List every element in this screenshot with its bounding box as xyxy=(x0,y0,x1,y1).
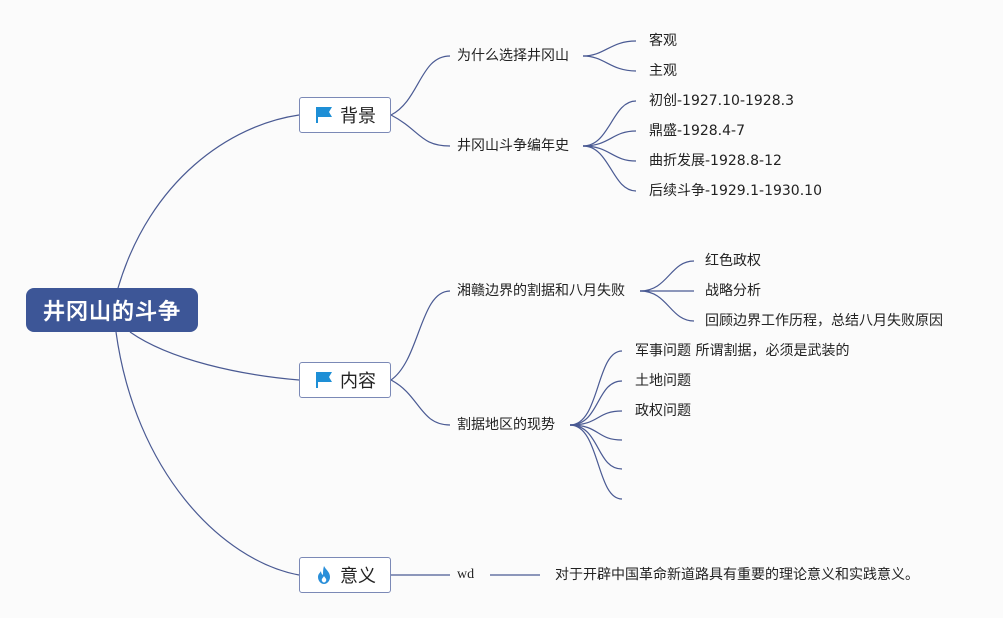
leaf-chronicle-2[interactable]: 鼎盛-1928.4-7 xyxy=(649,122,745,140)
leaf-chronicle-4[interactable]: 后续斗争-1929.1-1930.10 xyxy=(649,182,822,200)
branch-content-label: 内容 xyxy=(340,371,376,392)
fire-icon xyxy=(314,565,334,585)
subtopic-label: 井冈山斗争编年史 xyxy=(457,138,569,154)
connector-current-3 xyxy=(569,410,623,426)
connector-why-objective xyxy=(582,40,637,57)
leaf-subjective[interactable]: 主观 xyxy=(649,62,677,80)
connector-current-6 xyxy=(569,424,623,500)
leaf-label: 回顾边界工作历程，总结八月失败原因 xyxy=(705,313,943,329)
connector-chronicle-1 xyxy=(582,100,637,147)
branch-significance-label: 意义 xyxy=(340,566,376,587)
leaf-military[interactable]: 军事问题 所谓割据，必须是武装的 xyxy=(635,342,849,360)
connector-chronicle-4 xyxy=(582,145,637,192)
root-topic-label: 井冈山的斗争 xyxy=(42,300,181,325)
branch-significance[interactable]: 意义 xyxy=(299,557,391,593)
connector-chronicle-3 xyxy=(582,145,637,162)
subtopic-current-situation[interactable]: 割据地区的现势 xyxy=(457,416,555,434)
leaf-label: 后续斗争-1929.1-1930.10 xyxy=(649,183,822,199)
connector-border-3 xyxy=(639,290,695,322)
branch-content[interactable]: 内容 xyxy=(299,362,391,398)
connector-content-current xyxy=(390,379,451,426)
leaf-label: 政权问题 xyxy=(635,403,691,419)
subtopic-why-jinggangshan[interactable]: 为什么选择井冈山 xyxy=(457,47,569,65)
leaf-chronicle-3[interactable]: 曲折发展-1928.8-12 xyxy=(649,152,782,170)
connector-root-bg xyxy=(117,114,300,289)
leaf-chronicle-1[interactable]: 初创-1927.10-1928.3 xyxy=(649,92,794,110)
flag-icon xyxy=(314,370,334,390)
leaf-label: 军事问题 所谓割据，必须是武装的 xyxy=(635,343,850,359)
leaf-label: 对于开辟中国革命新道路具有重要的理论意义和实践意义。 xyxy=(555,567,919,583)
subtopic-chronicle[interactable]: 井冈山斗争编年史 xyxy=(457,137,569,155)
branch-background-label: 背景 xyxy=(340,106,376,127)
leaf-label: 鼎盛-1928.4-7 xyxy=(649,123,745,139)
leaf-red-regime[interactable]: 红色政权 xyxy=(705,252,761,270)
connector-bg-chronicle xyxy=(390,114,451,147)
subtopic-label: 割据地区的现势 xyxy=(457,417,555,433)
connector-current-1 xyxy=(569,350,623,426)
leaf-objective[interactable]: 客观 xyxy=(649,32,677,50)
connector-chronicle-2 xyxy=(582,130,637,147)
subtopic-label: wd xyxy=(457,567,475,582)
connector-bg-why xyxy=(390,55,451,116)
leaf-review-summary[interactable]: 回顾边界工作历程，总结八月失败原因 xyxy=(705,312,943,330)
leaf-land[interactable]: 土地问题 xyxy=(635,372,691,390)
leaf-strategy-analysis[interactable]: 战略分析 xyxy=(705,282,761,300)
connector-current-5 xyxy=(569,424,623,470)
connector-current-2 xyxy=(569,380,623,426)
root-topic[interactable]: 井冈山的斗争 xyxy=(26,288,198,332)
connector-root-meaning xyxy=(115,331,300,576)
subtopic-border-separatism[interactable]: 湘赣边界的割据和八月失败 xyxy=(457,282,625,300)
subtopic-label: 为什么选择井冈山 xyxy=(457,48,569,64)
leaf-label: 战略分析 xyxy=(705,283,761,299)
connector-border-1 xyxy=(639,260,695,292)
subtopic-label: 湘赣边界的割据和八月失败 xyxy=(457,283,625,299)
branch-background[interactable]: 背景 xyxy=(299,97,391,133)
connector-why-subjective xyxy=(582,55,637,72)
leaf-regime[interactable]: 政权问题 xyxy=(635,402,691,420)
leaf-label: 客观 xyxy=(649,33,677,49)
leaf-label: 初创-1927.10-1928.3 xyxy=(649,93,794,109)
leaf-label: 主观 xyxy=(649,63,677,79)
leaf-label: 红色政权 xyxy=(705,253,761,269)
subtopic-wd[interactable]: wd xyxy=(457,566,474,584)
flag-icon xyxy=(314,105,334,125)
leaf-label: 土地问题 xyxy=(635,373,691,389)
connector-content-border xyxy=(390,290,451,381)
leaf-significance-text[interactable]: 对于开辟中国革命新道路具有重要的理论意义和实践意义。 xyxy=(555,566,919,584)
connector-root-content xyxy=(129,331,300,381)
leaf-label: 曲折发展-1928.8-12 xyxy=(649,153,782,169)
